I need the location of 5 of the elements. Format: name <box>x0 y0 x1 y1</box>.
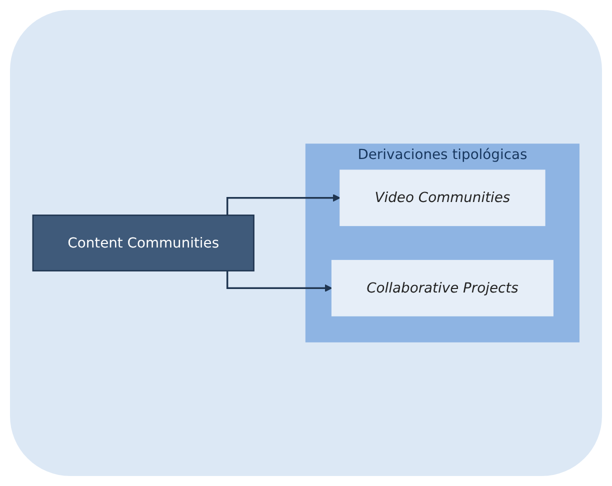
node-box: Collaborative Projects <box>331 260 554 316</box>
node-box: Video Communities <box>340 170 546 226</box>
arrow <box>226 270 332 292</box>
node-box: Content Communities <box>32 214 254 272</box>
arrow <box>226 194 340 216</box>
